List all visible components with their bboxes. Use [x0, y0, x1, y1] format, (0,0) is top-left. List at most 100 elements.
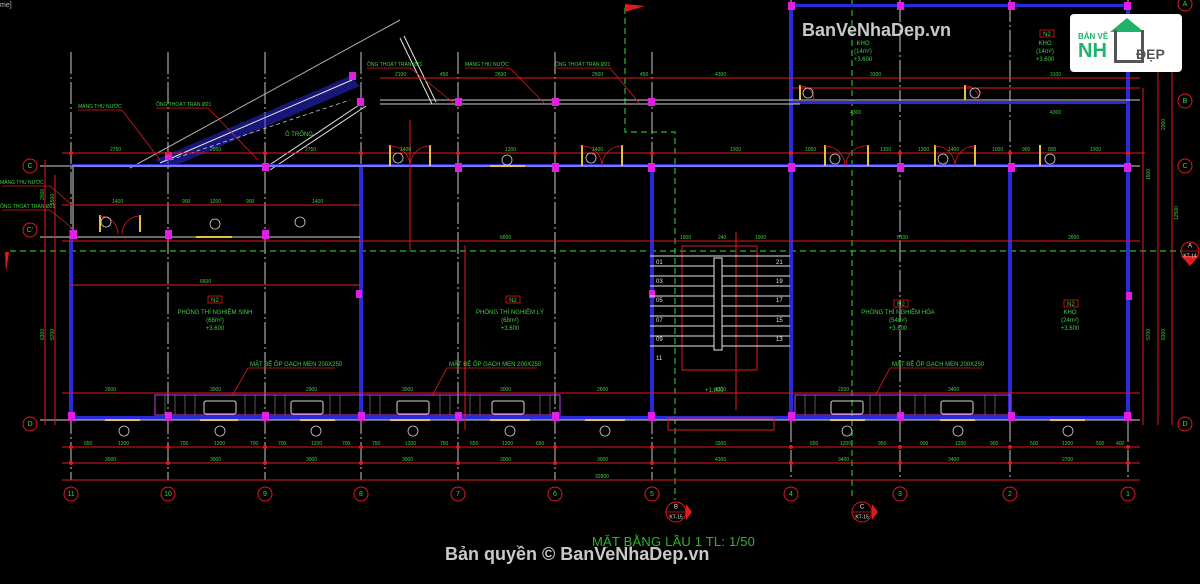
svg-text:1200: 1200: [1062, 441, 1073, 447]
room-name: KHO: [856, 41, 869, 47]
svg-text:3000: 3000: [402, 457, 413, 463]
svg-text:1200: 1200: [955, 441, 966, 447]
svg-text:2600: 2600: [1068, 235, 1079, 241]
house-icon: [1114, 30, 1144, 63]
svg-text:KT-15: KT-15: [669, 514, 683, 520]
logo-dep-text: ĐẸP: [1136, 46, 1165, 62]
svg-text:10: 10: [164, 491, 172, 498]
room-level: +3.600: [1036, 57, 1055, 63]
svg-text:900: 900: [246, 199, 255, 205]
gutter-label: MÁNG THU NƯỚC: [465, 61, 509, 68]
grid-bubble-labels: 11 10 9 8 7 6 5 4 3 2 1: [67, 491, 1130, 498]
svg-text:1400: 1400: [112, 199, 123, 205]
void-label: Ô TRỐNG: [285, 131, 313, 138]
door-swings: [99, 85, 980, 235]
drain-label: ỐNG THOÁT TRÀN Ø21: [367, 61, 423, 68]
svg-text:1500: 1500: [1146, 169, 1152, 180]
stair-step-label: 15: [776, 318, 783, 324]
svg-text:1400: 1400: [948, 147, 959, 153]
stair-step-label: 01: [656, 260, 663, 266]
svg-text:1: 1: [1126, 491, 1130, 498]
svg-text:900: 900: [1022, 147, 1031, 153]
section-marker-a: A KT-14: [1180, 241, 1200, 266]
svg-text:900: 900: [182, 199, 191, 205]
columns: [68, 2, 1132, 421]
svg-text:700: 700: [278, 441, 287, 447]
svg-text:800: 800: [1048, 147, 1057, 153]
room-area: (14m²): [1036, 49, 1054, 55]
svg-text:2600: 2600: [495, 72, 506, 78]
svg-text:6300: 6300: [40, 329, 46, 340]
drain-label: ỐNG THOÁT TRÀN Ø21: [555, 61, 611, 68]
svg-text:C: C: [860, 505, 865, 511]
svg-text:2000: 2000: [40, 189, 46, 200]
counter-label: MẶT BỆ ỐP GẠCH MEN 200X250: [449, 360, 542, 368]
svg-text:3000: 3000: [306, 457, 317, 463]
room-area: (68m²): [501, 318, 519, 324]
gutter-label: MÁNG THU NƯỚC: [78, 103, 122, 110]
svg-text:B: B: [1183, 98, 1188, 105]
svg-text:3000: 3000: [500, 387, 511, 393]
room-level: +3.600: [889, 326, 908, 332]
svg-text:3000: 3000: [402, 387, 413, 393]
svg-text:3400: 3400: [948, 457, 959, 463]
house-roof-icon: [1110, 18, 1144, 32]
drain-label: ỐNG THOÁT TRÀN Ø21: [0, 203, 56, 210]
drawing-title: MẶT BẰNG LẦU 1 TL: 1/50: [592, 534, 756, 549]
room-labels: N2 PHÒNG THÍ NGHIỆM SINH (68m²) +3.600 N…: [178, 29, 1080, 332]
room-area: (14m²): [854, 49, 872, 55]
room-level: +3.600: [206, 326, 225, 332]
svg-text:6600: 6600: [200, 279, 211, 285]
room-name: KHO: [1038, 41, 1051, 47]
svg-text:32800: 32800: [595, 474, 609, 480]
svg-text:KT-15: KT-15: [855, 514, 869, 520]
svg-text:1200: 1200: [405, 441, 416, 447]
svg-text:1300: 1300: [880, 147, 891, 153]
svg-text:4: 4: [789, 491, 793, 498]
svg-text:11: 11: [67, 491, 74, 498]
svg-text:450: 450: [440, 72, 449, 78]
section-cut-lines: [10, 0, 1185, 500]
svg-text:400: 400: [1116, 441, 1125, 447]
svg-text:4300: 4300: [715, 387, 726, 393]
svg-text:8: 8: [359, 491, 363, 498]
svg-text:3400: 3400: [948, 387, 959, 393]
svg-text:1300: 1300: [730, 147, 741, 153]
svg-text:700: 700: [342, 441, 351, 447]
windows: [99, 85, 1085, 421]
svg-text:5100: 5100: [897, 235, 908, 241]
counter-label: MẶT BỆ ỐP GẠCH MEN 200X250: [250, 360, 343, 368]
svg-text:3000: 3000: [500, 457, 511, 463]
svg-text:5: 5: [650, 491, 654, 498]
stair-step-label: 11: [656, 356, 663, 362]
svg-text:900: 900: [990, 441, 999, 447]
svg-text:C: C: [27, 163, 32, 170]
svg-text:4300: 4300: [715, 72, 726, 78]
svg-text:1900: 1900: [755, 235, 766, 241]
svg-text:3100: 3100: [870, 72, 881, 78]
grid-bubbles-x: [63, 486, 1136, 502]
svg-text:1200: 1200: [311, 441, 322, 447]
logo-top-text: BẢN VẼ: [1078, 32, 1109, 41]
counter-label: MẶT BỆ ỐP GẠCH MEN 200X250: [892, 360, 985, 368]
section-flag-top: [625, 4, 645, 12]
svg-text:KT-14: KT-14: [1183, 253, 1197, 259]
svg-text:1400: 1400: [312, 199, 323, 205]
svg-text:4300: 4300: [1050, 110, 1061, 116]
svg-text:2750: 2750: [305, 147, 316, 153]
svg-text:700: 700: [250, 441, 259, 447]
svg-text:2: 2: [1008, 491, 1012, 498]
window-title-fragment: me]: [0, 2, 12, 9]
svg-text:1300: 1300: [1090, 147, 1101, 153]
stair-landing-level: +1.800: [705, 388, 724, 394]
svg-text:2600: 2600: [105, 387, 116, 393]
room-tag: N2: [1067, 302, 1075, 308]
svg-text:2100: 2100: [395, 72, 406, 78]
room-name: PHÒNG THÍ NGHIỆM HÓA: [861, 308, 935, 316]
svg-text:2200: 2200: [838, 387, 849, 393]
svg-text:C': C': [27, 227, 33, 234]
svg-text:1300: 1300: [918, 147, 929, 153]
svg-text:1000: 1000: [992, 147, 1003, 153]
door-tags: [100, 87, 1074, 437]
svg-text:650: 650: [536, 441, 545, 447]
